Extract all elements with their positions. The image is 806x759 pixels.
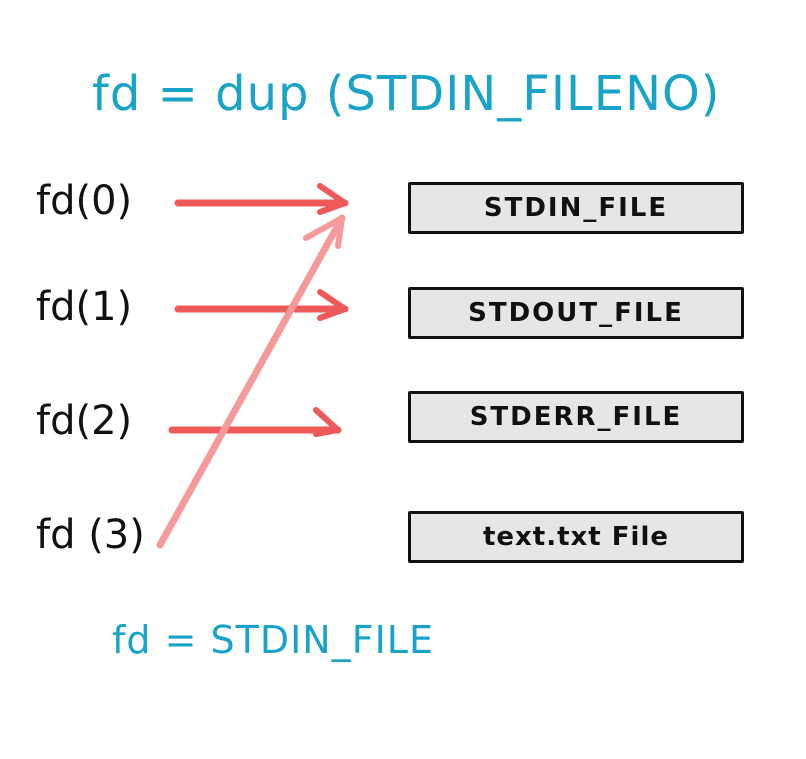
result-caption: fd = STDIN_FILE xyxy=(112,618,434,662)
arrow-fd1-to-stdout xyxy=(174,289,349,321)
diagram-title: fd = dup (STDIN_FILENO) xyxy=(92,66,721,122)
fd-2-label: fd(2) xyxy=(36,398,133,444)
fd-0-label: fd(0) xyxy=(36,178,133,224)
file-box-stderr: STDERR_FILE xyxy=(408,391,744,443)
file-box-stdout: STDOUT_FILE xyxy=(408,287,744,339)
arrow-fd3-dup-to-stdin xyxy=(156,214,346,549)
file-box-stdin: STDIN_FILE xyxy=(408,182,744,234)
arrow-fd2-to-stderr xyxy=(168,407,342,437)
fd-3-label: fd (3) xyxy=(36,512,145,558)
arrow-fd0-to-stdin xyxy=(174,183,349,215)
file-box-text-txt: text.txt File xyxy=(408,511,744,563)
fd-1-label: fd(1) xyxy=(36,284,133,330)
